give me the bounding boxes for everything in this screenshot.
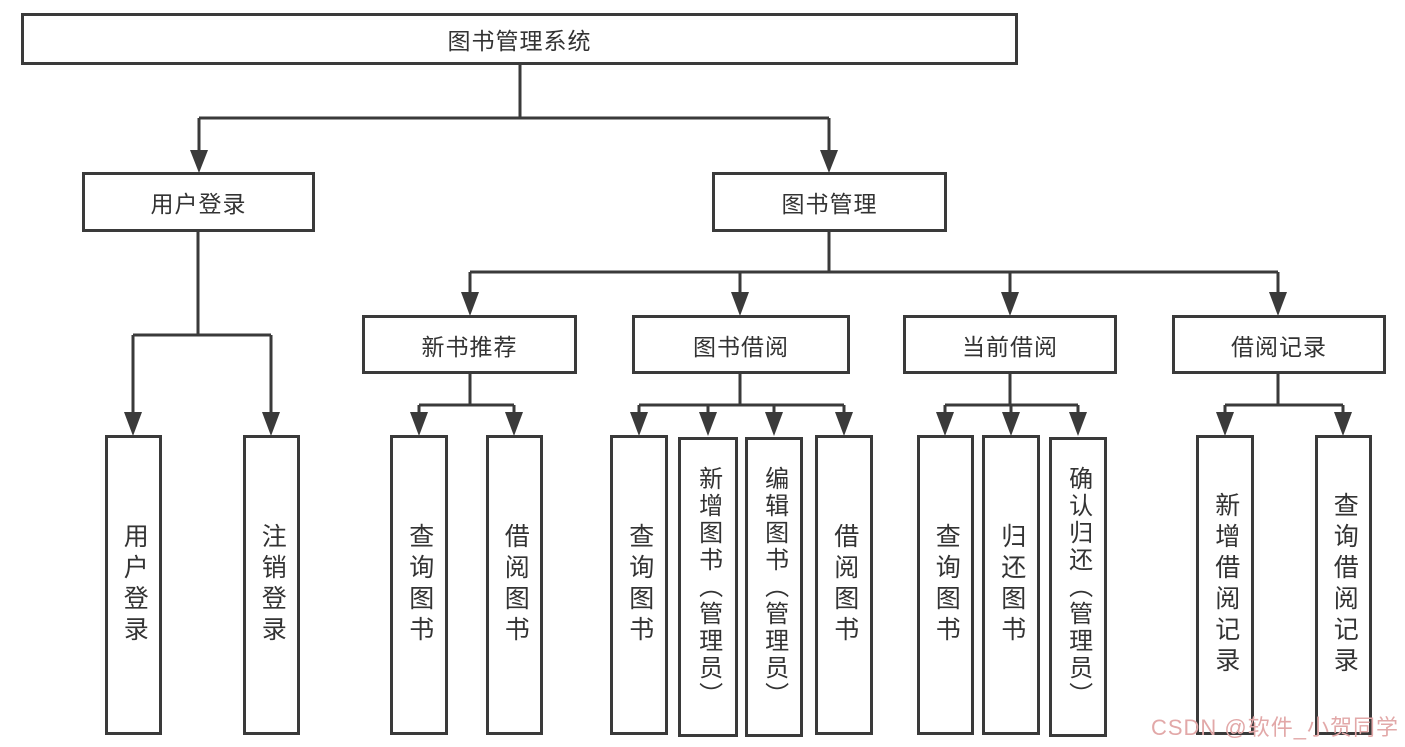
node-label: 查询图书 [625, 523, 654, 647]
node-current-borrow: 当前借阅 [903, 315, 1117, 374]
node-label: 新增图书（管理员） [694, 465, 722, 709]
node-new-book-recommend: 新书推荐 [362, 315, 577, 374]
node-label: 借阅图书 [830, 523, 859, 647]
node-label: 确认归还（管理员） [1064, 465, 1092, 709]
node-label: 用户登录 [120, 523, 149, 647]
node-label: 借阅记录 [1231, 333, 1327, 360]
leaf-logout: 注销登录 [243, 435, 300, 735]
node-label: 查询图书 [932, 523, 961, 647]
leaf-query-books-borrow: 查询图书 [610, 435, 668, 735]
leaf-query-books-current: 查询图书 [917, 435, 974, 735]
leaf-edit-books-admin: 编辑图书（管理员） [745, 437, 803, 737]
node-label: 图书管理 [781, 191, 878, 217]
node-label: 编辑图书（管理员） [760, 465, 788, 709]
leaf-add-borrow-record: 新增借阅记录 [1196, 435, 1254, 735]
node-label: 新书推荐 [421, 333, 518, 360]
leaf-query-borrow-record: 查询借阅记录 [1315, 435, 1372, 735]
node-user-login: 用户登录 [82, 172, 315, 232]
node-label: 当前借阅 [962, 333, 1058, 360]
node-book-management: 图书管理 [712, 172, 947, 232]
leaf-borrow-books-recommend: 借阅图书 [486, 435, 543, 735]
node-label: 图书管理系统 [447, 28, 592, 54]
leaf-confirm-return-admin: 确认归还（管理员） [1049, 437, 1107, 737]
node-label: 新增借阅记录 [1211, 492, 1240, 678]
node-label: 归还图书 [997, 523, 1026, 647]
node-label: 查询图书 [405, 523, 434, 647]
node-label: 图书借阅 [693, 333, 789, 360]
node-label: 查询借阅记录 [1330, 492, 1359, 678]
leaf-borrow-books: 借阅图书 [815, 435, 873, 735]
leaf-user-login: 用户登录 [105, 435, 162, 735]
leaf-add-books-admin: 新增图书（管理员） [678, 437, 738, 737]
node-borrow-records: 借阅记录 [1172, 315, 1386, 374]
arrowheads [124, 150, 1352, 436]
node-label: 借阅图书 [501, 523, 530, 647]
node-system-root: 图书管理系统 [21, 13, 1018, 65]
node-label: 注销登录 [258, 523, 287, 647]
leaf-return-books: 归还图书 [982, 435, 1040, 735]
node-book-borrow: 图书借阅 [632, 315, 850, 374]
node-label: 用户登录 [150, 191, 247, 217]
leaf-query-books-recommend: 查询图书 [390, 435, 448, 735]
